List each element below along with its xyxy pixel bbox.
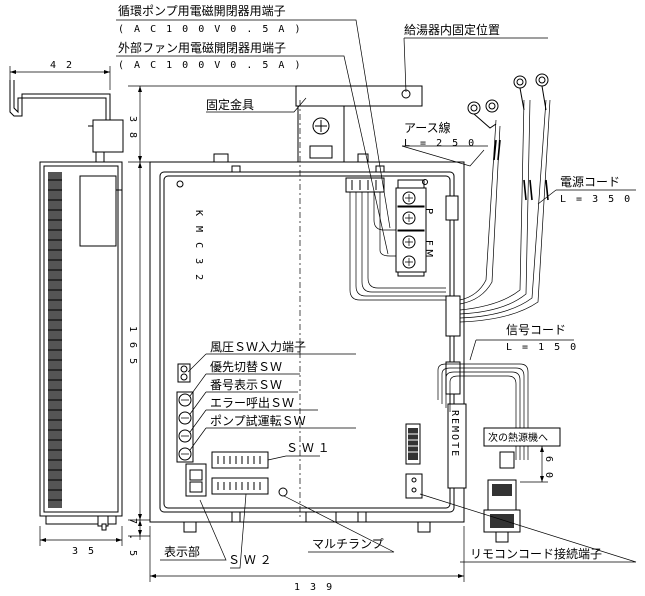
pump-test-label: ポンプ試運転ＳＷ <box>210 413 306 428</box>
error-call-label: エラー呼出ＳＷ <box>210 396 294 410</box>
switch-knobs <box>176 391 194 463</box>
number-display-label: 番号表示ＳＷ <box>210 378 282 392</box>
dim-139: 1 3 9 <box>294 582 334 593</box>
dim-60: 6 0 <box>543 456 554 480</box>
fixing-position-label: 給湯器内固定位置 <box>404 22 500 37</box>
terminal-screws <box>402 191 416 269</box>
terminal-fm-label: F M <box>423 240 434 258</box>
fixing-bracket-label: 固定金具 <box>206 97 254 112</box>
fan-rating-label: ( A C 1 0 0 V 0 . 5 A ) <box>118 60 302 71</box>
dim-165: 1 6 5 <box>127 326 138 366</box>
pump-rating-label: ( A C 1 0 0 V 0 . 5 A ) <box>118 24 302 35</box>
dim-35: 3 5 <box>72 546 96 557</box>
sw2-label: Ｓ Ｗ ２ <box>228 553 272 567</box>
labels: 循環ポンプ用電磁開閉器用端子 ( A C 1 0 0 V 0 . 5 A ) 外… <box>50 3 632 593</box>
multi-lamp-label: マルチランプ <box>312 537 384 551</box>
earth-wire-label: アース線 <box>404 120 451 135</box>
signal-length-label: L = 1 5 0 <box>506 342 578 353</box>
dim-42: 4 2 <box>50 60 74 71</box>
remote-board-label: REMOTE <box>449 410 460 458</box>
dim-7-5: 7 . 5 <box>127 518 138 558</box>
remote-plug <box>483 479 521 543</box>
dim-38: 3 8 <box>127 116 138 140</box>
pump-terminal-label: 循環ポンプ用電磁開閉器用端子 <box>118 3 286 18</box>
front-view <box>149 73 561 543</box>
horizontal-dimensions <box>149 445 548 582</box>
vent-slots <box>48 179 62 501</box>
leader-lines <box>116 19 637 569</box>
wind-pressure-label: 風圧ＳＷ入力端子 <box>210 340 306 354</box>
priority-switch-label: 優先切替ＳＷ <box>210 360 282 374</box>
power-length-label: L = 3 5 0 <box>560 194 632 205</box>
sw1-label: Ｓ Ｗ １ <box>286 441 330 455</box>
display-label: 表示部 <box>164 544 200 559</box>
remote-terminal-label: リモコンコード接続端子 <box>470 546 602 561</box>
signal-cord-label: 信号コード <box>506 323 566 337</box>
earth-length-label: L = 2 5 0 <box>404 138 476 149</box>
terminal-p-label: P <box>423 208 434 214</box>
power-cord-label: 電源コード <box>560 175 620 189</box>
ring-terminals <box>467 73 549 129</box>
model-label: K M C 3 2 <box>193 210 204 282</box>
fan-terminal-label: 外部ファン用電磁開閉器用端子 <box>118 40 286 55</box>
next-heater-label: 次の熱源機へ <box>488 431 548 444</box>
side-view <box>9 66 124 546</box>
